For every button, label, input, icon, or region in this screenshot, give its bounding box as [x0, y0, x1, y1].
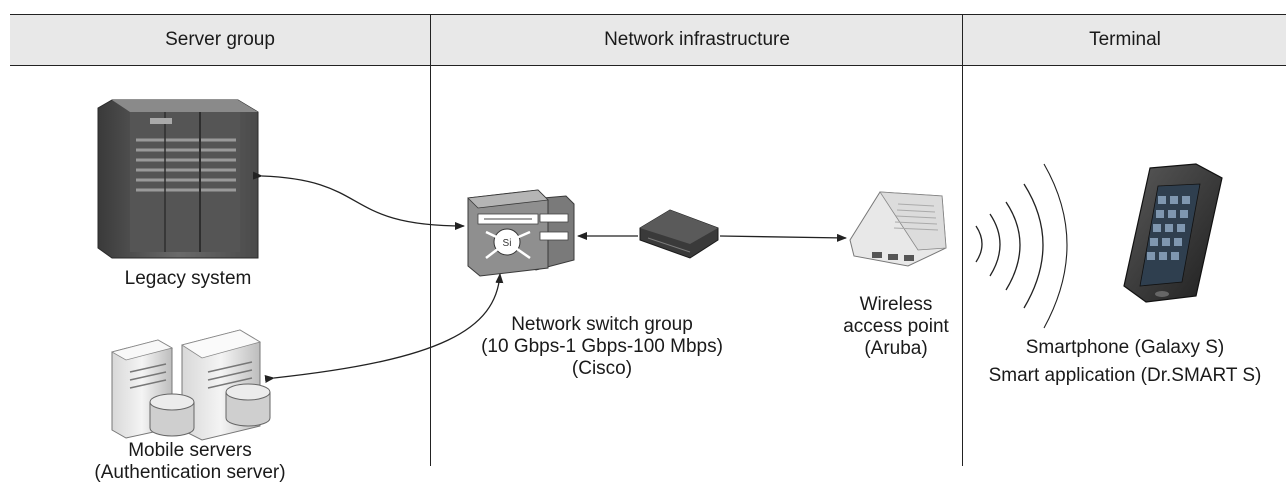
column-header-bar — [10, 14, 1286, 66]
legacy-server-tower-icon — [97, 99, 259, 259]
link-legacy-to-switch — [252, 171, 465, 230]
column-divider-left — [430, 14, 431, 466]
mobile-servers-line2: (Authentication server) — [94, 462, 286, 483]
server-pair-database-icon — [110, 329, 271, 441]
link-mobile-to-switch — [264, 273, 504, 383]
connector-lines — [252, 171, 847, 383]
network-switch-line1: Network switch group — [511, 314, 693, 335]
smartphone-icon — [1123, 163, 1223, 303]
mobile-servers-line1: Mobile servers — [128, 440, 252, 461]
column-header-terminal: Terminal — [1089, 29, 1161, 50]
rack-controller-icon — [639, 209, 719, 259]
wap-line1: Wireless — [859, 294, 933, 315]
network-switch-line3: (Cisco) — [571, 358, 633, 379]
svg-text:Si: Si — [503, 238, 512, 249]
link-controller-to-wap — [719, 233, 847, 242]
wireless-access-point-icon — [849, 191, 947, 267]
wap-line2: access point — [843, 316, 949, 337]
network-switch-group-label: Network switch group (10 Gbps-1 Gbps-100… — [452, 314, 752, 380]
wireless-access-point-label: Wireless access point (Aruba) — [826, 294, 966, 360]
wireless-signal-icon — [975, 163, 1068, 329]
column-header-network-infrastructure: Network infrastructure — [604, 29, 790, 50]
column-divider-right — [962, 14, 963, 466]
smartphone-line1: Smartphone (Galaxy S) — [1025, 337, 1225, 358]
legacy-system-label: Legacy system — [124, 268, 252, 289]
network-switch-icon: Si — [467, 189, 575, 277]
mobile-servers-label: Mobile servers (Authentication server) — [70, 440, 310, 484]
smartphone-line2: Smart application (Dr.SMART S) — [988, 365, 1262, 386]
smartphone-label: Smartphone (Galaxy S) Smart application … — [966, 334, 1284, 390]
column-header-server-group: Server group — [165, 29, 275, 50]
network-switch-line2: (10 Gbps-1 Gbps-100 Mbps) — [481, 336, 723, 357]
wap-line3: (Aruba) — [864, 338, 928, 359]
